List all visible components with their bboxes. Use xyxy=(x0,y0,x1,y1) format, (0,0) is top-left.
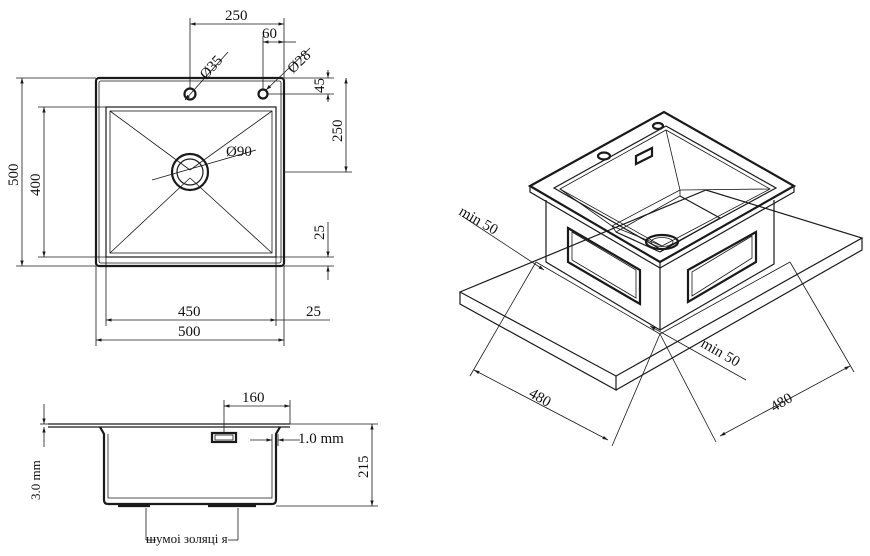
dim-half-depth: 250 xyxy=(330,120,346,143)
section-view: 160 1.0 mm 3.0 mm 215 шумоі золяці я xyxy=(28,390,378,546)
dim-small-hole: Ø28 xyxy=(285,47,315,76)
dim-overflow: 160 xyxy=(242,390,265,406)
drain-icon xyxy=(170,152,210,192)
small-hole-icon xyxy=(257,88,269,100)
bowl-outline xyxy=(105,106,277,258)
dim-hole-spacing: 250 xyxy=(225,8,248,24)
tap-hole-icon xyxy=(183,87,197,101)
overflow-slot-icon xyxy=(210,431,238,444)
iso-sink-rim xyxy=(527,110,797,264)
label-noise-insulation: шумоі золяці я xyxy=(146,531,228,546)
iso-drain-icon xyxy=(644,233,680,251)
dim-width-left: 480 xyxy=(526,386,553,411)
dim-depth: 215 xyxy=(356,456,372,479)
dim-flange: 3.0 mm xyxy=(28,460,43,500)
dim-outer-width: 500 xyxy=(178,324,201,340)
dim-hole-edge: 45 xyxy=(312,78,328,93)
iso-overflow-icon xyxy=(634,146,654,166)
iso-small-hole-icon xyxy=(651,121,665,131)
dim-bowl-height: 400 xyxy=(28,174,44,197)
dim-drain: Ø90 xyxy=(226,144,252,160)
dim-rim-right: 25 xyxy=(306,304,321,320)
dim-rim-bottom: 25 xyxy=(312,225,328,240)
top-view: 250 60 Ø35 Ø28 45 250 Ø90 500 xyxy=(6,8,352,346)
iso-noise-pad-left xyxy=(566,226,642,306)
iso-view: min 50 min 50 480 480 xyxy=(456,110,864,447)
dim-hole-offset: 60 xyxy=(262,26,277,42)
dim-outer-height: 500 xyxy=(6,164,22,187)
dim-wall: 1.0 mm xyxy=(298,431,344,447)
dim-width-right: 480 xyxy=(768,390,795,415)
dim-min-left: min 50 xyxy=(456,204,500,239)
iso-tap-hole-icon xyxy=(596,151,612,161)
iso-noise-pad-right xyxy=(686,230,758,304)
dim-bowl-width: 450 xyxy=(178,304,201,320)
countertop xyxy=(458,189,864,377)
section-bowl-outline xyxy=(99,426,281,506)
